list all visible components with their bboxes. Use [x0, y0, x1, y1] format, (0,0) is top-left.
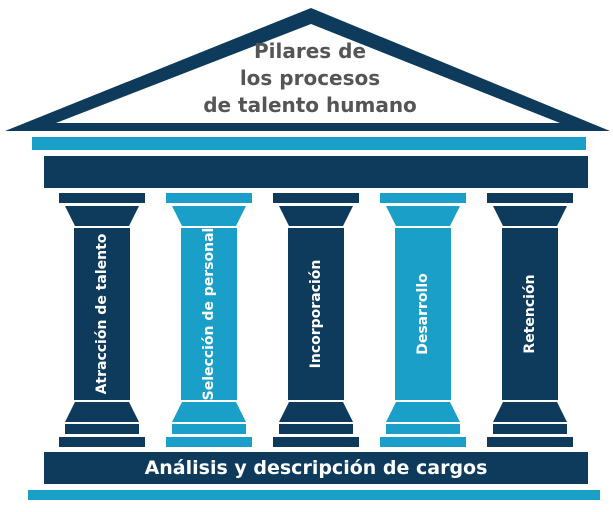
- pillar-4-base-taper: [386, 402, 460, 422]
- pillar-3-capital-taper: [279, 206, 353, 226]
- pillar-2-capital-top: [166, 193, 252, 203]
- pillar-3-plinth: [273, 437, 359, 447]
- pillar-1-capital-taper: [65, 206, 139, 226]
- columns-group: [59, 193, 573, 447]
- roof-title-line-2: los procesos: [239, 66, 381, 90]
- pillar-3-base-step: [279, 424, 353, 434]
- roof-title-line-1: Pilares de: [253, 39, 367, 63]
- pillar-2-label: Selección de personal: [201, 227, 217, 401]
- pillar-5-label: Retención: [522, 274, 538, 354]
- pillar-5-capital-top: [487, 193, 573, 203]
- pillar-4-capital-taper: [386, 206, 460, 226]
- pillar-4-label: Desarrollo: [415, 273, 431, 355]
- architrave-dark-band: [44, 156, 588, 188]
- base-band: [44, 452, 588, 484]
- pillar-5-capital-taper: [493, 206, 567, 226]
- pillar-2-base-step: [172, 424, 246, 434]
- pillar-3-label: Incorporación: [308, 259, 324, 369]
- pillar-1-label: Atracción de talento: [94, 233, 110, 395]
- roof-title: Pilares de los procesos de talento human…: [160, 38, 460, 119]
- pillar-4-shaft: [395, 228, 451, 400]
- pillar-2-base-taper: [172, 402, 246, 422]
- pillar-3-capital-top: [273, 193, 359, 203]
- pillar-2-plinth: [166, 437, 252, 447]
- pillar-3-shaft: [288, 228, 344, 400]
- pillar-5-base-step: [493, 424, 567, 434]
- roof-triangle-inner: [56, 24, 560, 123]
- roof-title-line-3: de talento humano: [203, 93, 417, 117]
- pillar-4-base-step: [386, 424, 460, 434]
- base-label: Análisis y descripción de cargos: [144, 457, 488, 479]
- pillar-2-shaft: [181, 228, 237, 400]
- pillar-4-capital-top: [380, 193, 466, 203]
- base-light-line: [28, 490, 600, 500]
- architrave-light-band: [32, 137, 586, 150]
- pillar-4-plinth: [380, 437, 466, 447]
- pillar-5-base-taper: [493, 402, 567, 422]
- pillar-1-base-taper: [65, 402, 139, 422]
- pillar-2-capital-taper: [172, 206, 246, 226]
- pillar-1-plinth: [59, 437, 145, 447]
- pillar-1-base-step: [65, 424, 139, 434]
- pillar-5-shaft: [502, 228, 558, 400]
- pillar-1-capital-top: [59, 193, 145, 203]
- pillar-3-base-taper: [279, 402, 353, 422]
- pillar-1-shaft: [74, 228, 130, 400]
- pillar-5-plinth: [487, 437, 573, 447]
